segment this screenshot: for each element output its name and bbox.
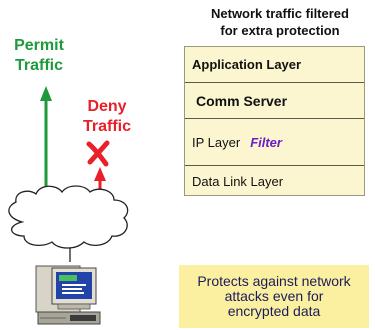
protocol-stack: Application Layer Comm Server IP Layer F… xyxy=(184,46,365,196)
filter-label: Filter xyxy=(250,134,282,150)
cloud-icon xyxy=(8,185,129,249)
data-link-layer: Data Link Layer xyxy=(192,174,284,189)
comm-server-label: Comm Server xyxy=(196,92,288,109)
stack-title-line2: for extra protection xyxy=(220,23,340,38)
ip-layer: IP Layer Filter xyxy=(185,119,364,166)
protection-callout: Protects against network attacks even fo… xyxy=(179,265,369,328)
computer-icon xyxy=(35,265,101,325)
application-layer: Application Layer xyxy=(185,47,364,83)
ip-layer-label: IP Layer xyxy=(192,134,241,150)
stack-title: Network traffic filtered for extra prote… xyxy=(192,5,368,39)
permit-traffic-label: Permit Traffic xyxy=(4,36,74,76)
deny-traffic-label: Deny Traffic xyxy=(72,97,142,137)
stack-title-line1: Network traffic filtered xyxy=(211,6,349,21)
deny-x-icon xyxy=(86,140,110,167)
permit-label-line2: Traffic xyxy=(14,57,63,74)
deny-label-line2: Traffic xyxy=(82,118,131,135)
callout-line3: encrypted data xyxy=(227,303,321,319)
callout-text: Protects against network attacks even fo… xyxy=(184,274,364,319)
callout-line2: attacks even for xyxy=(224,288,324,304)
deny-label-line1: Deny xyxy=(87,98,127,115)
permit-label-line1: Permit xyxy=(14,37,64,54)
callout-line1: Protects against network xyxy=(197,273,351,289)
comm-server-layer: Comm Server xyxy=(185,83,364,119)
